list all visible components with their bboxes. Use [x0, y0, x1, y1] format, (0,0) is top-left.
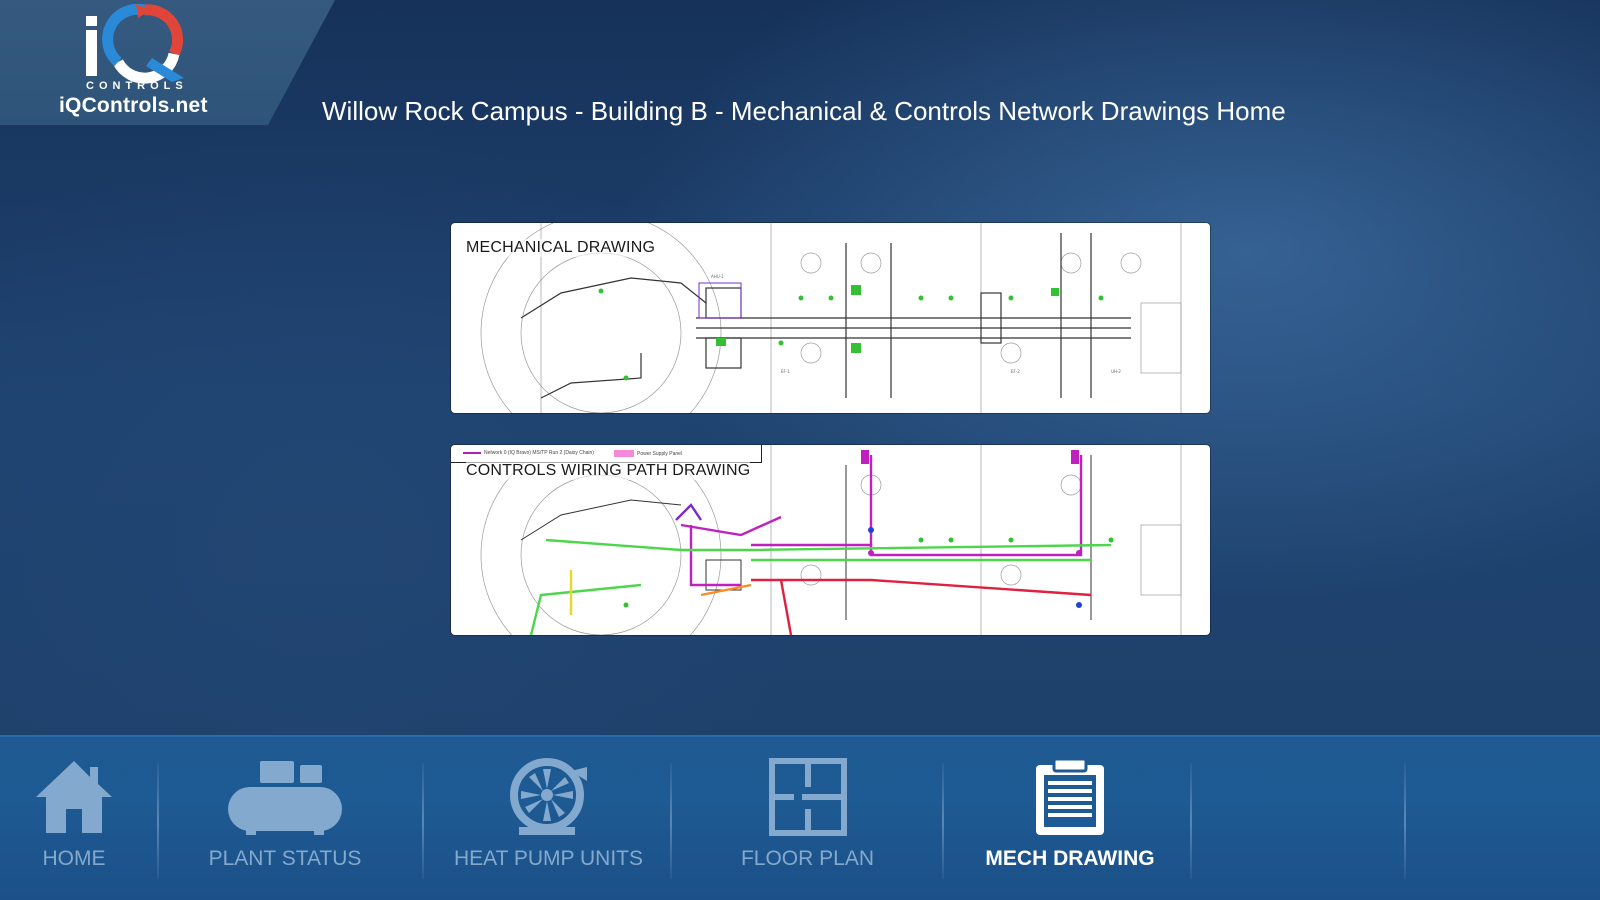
home-icon — [36, 761, 112, 833]
nav-plant-status-label: PLANT STATUS — [208, 847, 362, 870]
legend-power-supply: Power Supply Panel — [637, 450, 683, 457]
nav-divider — [157, 763, 159, 879]
nav-mech-drawing-label: MECH DRAWING — [985, 847, 1155, 870]
nav-divider — [422, 763, 424, 879]
logo-subtitle: CONTROLS — [86, 80, 188, 92]
logo-url[interactable]: iQControls.net — [59, 94, 208, 117]
nav-home-label: HOME — [42, 847, 106, 870]
mechanical-drawing-thumbnail: AHU-1EF-1 EF-2 UH-2 — [480, 223, 1182, 413]
network-wire-swatch — [463, 452, 481, 454]
compressor-icon — [228, 761, 342, 835]
svg-text:UH-2: UH-2 — [1111, 369, 1121, 374]
legend-network: Network 0 (IQ Bravo) MS/TP Run 2 (Daisy … — [484, 450, 594, 456]
nav-plant-status[interactable]: PLANT STATUS — [190, 737, 380, 900]
page-title: Willow Rock Campus - Building B - Mechan… — [322, 96, 1286, 126]
nav-floor-plan-label: FLOOR PLAN — [740, 847, 875, 870]
floor-plan-icon — [768, 758, 847, 836]
nav-divider — [670, 763, 672, 879]
controls-wiring-drawing-card[interactable]: Network 0 (IQ Bravo) MS/TP Run 2 (Daisy … — [451, 445, 1210, 635]
controls-wiring-drawing-label: CONTROLS WIRING PATH DRAWING — [466, 462, 751, 480]
nav-divider — [1404, 763, 1406, 879]
nav-home[interactable]: HOME — [24, 737, 124, 900]
wiring-legend: Network 0 (IQ Bravo) MS/TP Run 2 (Daisy … — [451, 445, 762, 463]
iq-controls-logo — [86, 3, 184, 84]
nav-divider — [942, 763, 944, 879]
controls-wiring-drawing-thumbnail — [480, 445, 1182, 635]
svg-text:AHU-1: AHU-1 — [711, 274, 724, 279]
nav-divider — [1190, 763, 1192, 879]
nav-heat-pump-units[interactable]: HEAT PUMP UNITS — [446, 737, 651, 900]
clipboard-icon — [1036, 757, 1104, 835]
svg-text:EF-1: EF-1 — [781, 369, 790, 374]
nav-floor-plan[interactable]: FLOOR PLAN — [725, 737, 890, 900]
bottom-nav-bar: HOME PLANT STATUS — [0, 735, 1600, 900]
nav-heat-pump-units-label: HEAT PUMP UNITS — [453, 847, 644, 870]
fan-unit-icon — [509, 758, 587, 835]
power-supply-swatch — [614, 450, 634, 457]
nav-mech-drawing[interactable]: MECH DRAWING — [975, 737, 1165, 900]
svg-text:EF-2: EF-2 — [1011, 369, 1020, 374]
mechanical-drawing-label: MECHANICAL DRAWING — [466, 239, 656, 257]
